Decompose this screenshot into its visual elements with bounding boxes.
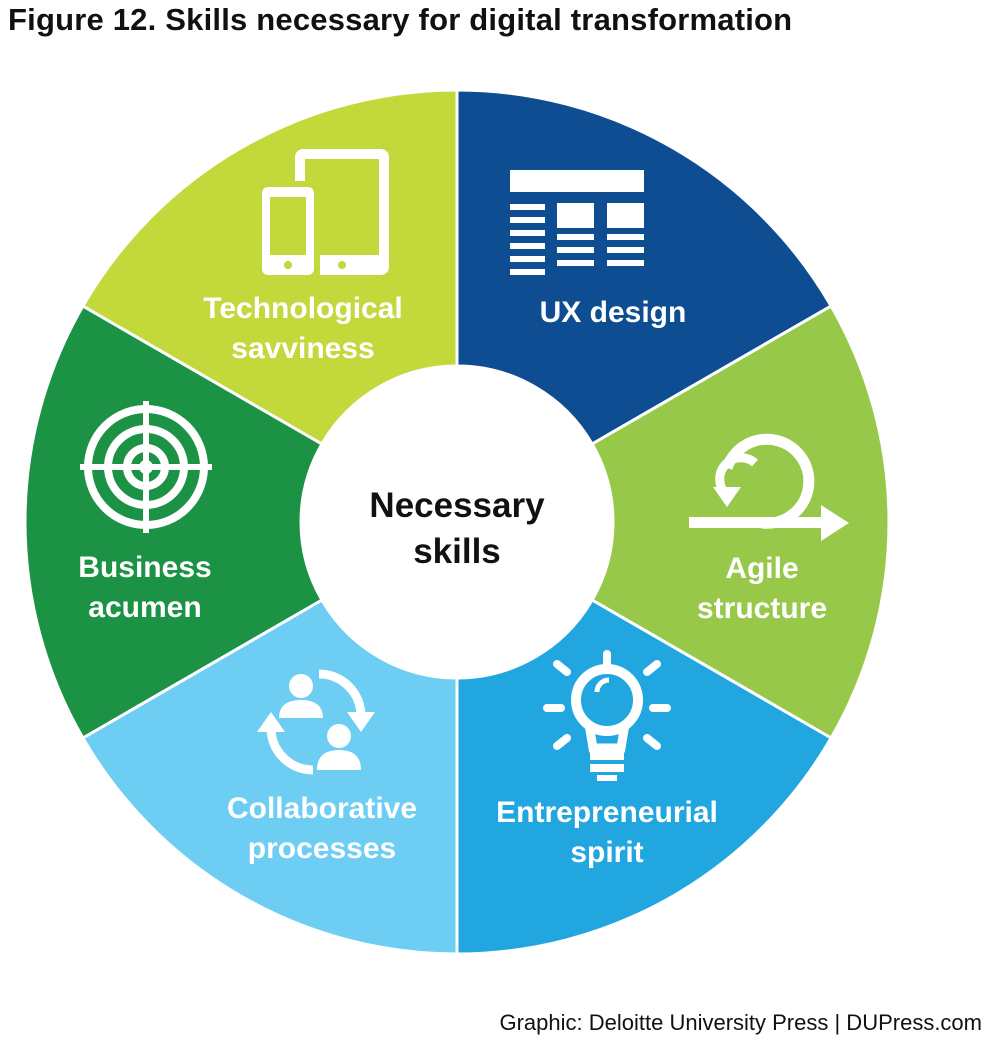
agile-loop-icon [689, 433, 849, 541]
collaboration-icon [257, 669, 375, 775]
credit-line: Graphic: Deloitte University Press | DUP… [499, 1010, 982, 1035]
center-circle [301, 366, 613, 678]
target-icon [80, 401, 212, 533]
layout-icon [510, 170, 644, 275]
lightbulb-icon [543, 650, 671, 781]
devices-icon [256, 149, 389, 281]
figure-title: Figure 12. Skills necessary for digital … [8, 2, 793, 37]
segment-label: UX design [540, 296, 687, 329]
